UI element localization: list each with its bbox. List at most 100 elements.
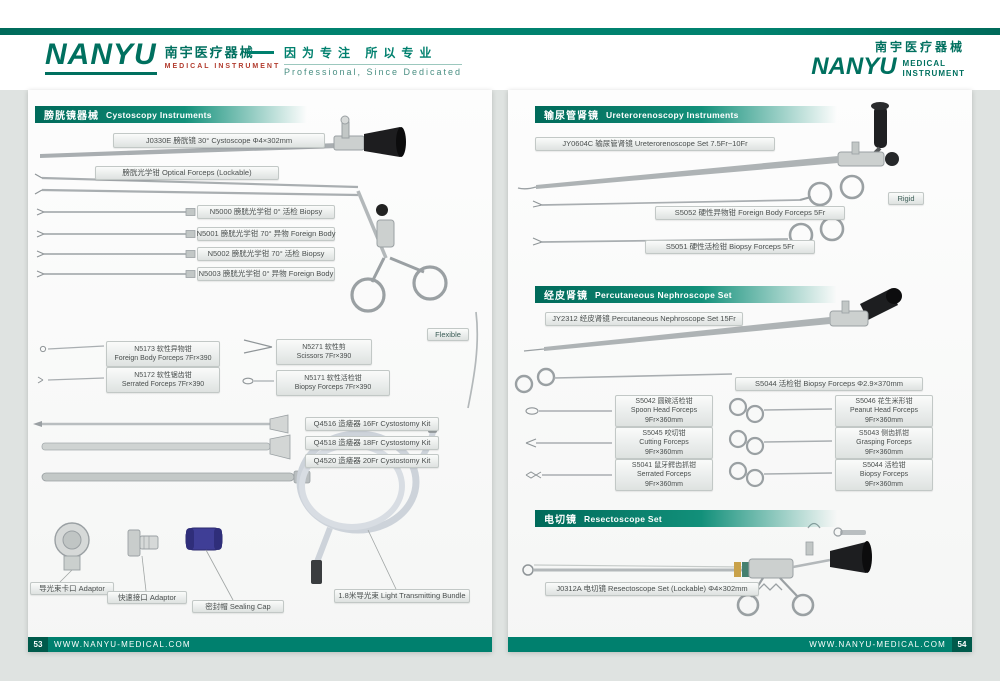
section-header-nephroscope: 经皮肾镜 Percutaneous Nephroscope Set [535, 286, 837, 303]
section-title-cn: 经皮肾镜 [544, 291, 588, 302]
section-title-cn: 输尿管肾镜 [544, 111, 599, 122]
label-n5171: N5171 软性活检钳 Biopsy Forceps 7Fr×390 [276, 370, 390, 396]
label-n5000: N5000 膀胱光学钳 0° 活检 Biopsy [197, 205, 335, 219]
label-line: S5041 鼠牙鳄齿抓钳 [631, 462, 697, 470]
right-page: 输尿管肾镜 Ureterorenoscopy Instruments JY060… [508, 90, 972, 652]
brand-subtitle: MEDICAL INSTRUMENT [164, 63, 281, 70]
label-s5045: S5045 咬切钳 Cutting Forceps 9Fr×360mm [615, 427, 713, 459]
label-n5271: N5271 软性剪 Scissors 7Fr×390 [276, 339, 372, 365]
label-line: S5046 花生米形钳 [855, 398, 913, 406]
tag-flexible: Flexible [427, 328, 469, 341]
label-q4516: Q4516 造瘘器 16Fr Cystostomy Kit [305, 417, 439, 431]
section-title-cn: 膀胱镜器械 [44, 111, 99, 122]
brand-sub-medical: MEDICAL [902, 59, 946, 68]
quick-adaptor-illustration [127, 529, 159, 592]
label-adaptor-quick: 快速接口 Adaptor [107, 591, 187, 604]
label-line: S5044 活检钳 [862, 462, 906, 470]
label-line: Spoon Head Forceps [630, 407, 698, 415]
page-number: 54 [952, 637, 972, 652]
foreign-body-forceps-illustration [532, 174, 865, 208]
label-line: 9Fr×360mm [645, 416, 683, 424]
label-s5044-short: S5044 活检钳 Biopsy Forceps 9Fr×360mm [835, 459, 933, 491]
label-line: S5045 咬切钳 [642, 430, 686, 438]
label-line: 9Fr×360mm [645, 448, 683, 456]
left-page: 膀胱镜器械 Cystoscopy Instruments J0330E 膀胱镜 … [28, 90, 492, 652]
label-line: 9Fr×360mm [645, 480, 683, 488]
label-line: Biopsy Forceps [859, 471, 909, 479]
label-cystoscope-j0330e: J0330E 膀胱镜 30° Cystoscope Φ4×302mm [113, 133, 325, 148]
label-n5173: N5173 软性异物钳 Foreign Body Forceps 7Fr×390 [106, 341, 220, 367]
section-title-cn: 电切镜 [544, 515, 577, 526]
label-optical-forceps: 膀胱光学钳 Optical Forceps (Lockable) [95, 166, 279, 180]
section-title-en: Resectoscope Set [584, 513, 663, 524]
brand-name-cn-right: 南宇医疗器械 [874, 40, 965, 54]
label-s5051: S5051 硬性活检钳 Biopsy Forceps 5Fr [645, 240, 815, 254]
label-q4518: Q4518 造瘘器 18Fr Cystostomy Kit [305, 436, 439, 450]
label-jy2312: JY2312 经皮肾镜 Percutaneous Nephroscope Set… [545, 312, 743, 326]
label-line: N5271 软性剪 [302, 343, 346, 351]
label-n5172: N5172 软性锯齿钳 Serrated Forceps 7Fr×390 [106, 367, 220, 393]
label-line: S5043 侧齿抓钳 [858, 430, 910, 438]
label-n5002: N5002 膀胱光学钳 70° 活检 Biopsy [197, 247, 335, 261]
label-sealing-cap: 密封帽 Sealing Cap [192, 600, 284, 613]
header-teal-rule [0, 28, 1000, 35]
label-line: Grasping Forceps [856, 439, 912, 447]
slogan-dash [248, 51, 274, 54]
label-s5052: S5052 硬性异物钳 Foreign Body Forceps 5Fr [655, 206, 845, 220]
label-light-bundle: 1.8米导光束 Light Transmitting Bundle [334, 589, 470, 603]
label-n5001: N5001 膀胱光学钳 70° 异物 Foreign Body [197, 227, 335, 241]
sealing-cap-illustration [185, 527, 234, 601]
brand-slogan: 因为专注 所以专业 Professional, Since Dedicated [248, 44, 463, 77]
label-s5042: S5042 圆碗活检钳 Spoon Head Forceps 9Fr×360mm [615, 395, 713, 427]
label-line: N5172 软性锯齿钳 [134, 371, 192, 379]
label-s5044-long: S5044 活检钳 Biopsy Forceps Φ2.9×370mm [735, 377, 923, 391]
label-s5043: S5043 侧齿抓钳 Grasping Forceps 9Fr×360mm [835, 427, 933, 459]
brand-name-cn: 南宇医疗器械 [164, 45, 255, 60]
light-cable-adaptor-illustration [54, 522, 90, 583]
left-page-footer: 53 WWW.NANYU-MEDICAL.COM [28, 637, 492, 652]
slogan-cn: 因为专注 所以专业 [284, 46, 438, 60]
right-page-illustrations [514, 102, 902, 617]
label-line: N5171 软性活检钳 [304, 374, 362, 382]
label-j0312a: J0312A 电切镜 Resectoscope Set (Lockable) Φ… [545, 582, 759, 596]
label-line: 9Fr×360mm [865, 416, 903, 424]
resectoscope-illustration [522, 522, 872, 617]
section-header-cystoscopy: 膀胱镜器械 Cystoscopy Instruments [35, 106, 307, 123]
brand-wordmark-right: NANYU [811, 53, 897, 80]
label-line: Serrated Forceps 7Fr×390 [121, 381, 205, 388]
label-s5046: S5046 花生米形钳 Peanut Head Forceps 9Fr×360m… [835, 395, 933, 427]
section-header-resectoscope: 电切镜 Resectoscope Set [535, 510, 837, 527]
label-q4520: Q4520 造瘘器 20Fr Cystostomy Kit [305, 454, 439, 468]
label-jy0604c: JY0604C 输尿管肾镜 Ureterorenoscope Set 7.5Fr… [535, 137, 775, 151]
label-line: Biopsy Forceps 7Fr×390 [294, 384, 372, 391]
label-adaptor-bayonet: 导光束卡口 Adaptor [30, 582, 114, 595]
label-line: Peanut Head Forceps [849, 407, 919, 415]
label-line: Serrated Forceps [636, 471, 692, 479]
label-line: S5042 圆碗活检钳 [635, 398, 693, 406]
cystostomy-kit-illustrations [33, 414, 311, 484]
right-page-footer: WWW.NANYU-MEDICAL.COM 54 [508, 637, 972, 652]
section-title-en: Ureterorenoscopy Instruments [606, 109, 739, 120]
label-line: N5173 软性异物钳 [134, 345, 192, 353]
brand-logo-left: NANYU 南宇医疗器械 MEDICAL INSTRUMENT [45, 40, 280, 75]
long-biopsy-forceps-illustration [514, 367, 733, 394]
label-n5003: N5003 膀胱光学钳 0° 异物 Foreign Body [197, 267, 335, 281]
rigid-forceps-illustrations [36, 208, 196, 278]
label-line: Scissors 7Fr×390 [296, 353, 352, 360]
label-line: Foreign Body Forceps 7Fr×390 [114, 355, 212, 362]
footer-url: WWW.NANYU-MEDICAL.COM [809, 640, 946, 649]
brand-wordmark: NANYU [45, 40, 157, 75]
brand-logo-right: 南宇医疗器械 NANYU MEDICAL INSTRUMENT [811, 38, 965, 79]
flexible-forceps-illustrations [37, 311, 479, 409]
section-header-ureterorenoscopy: 输尿管肾镜 Ureterorenoscopy Instruments [535, 106, 837, 123]
section-title-en: Cystoscopy Instruments [106, 109, 212, 120]
page-number: 53 [28, 637, 48, 652]
page-header: NANYU 南宇医疗器械 MEDICAL INSTRUMENT 因为专注 所以专… [0, 0, 1000, 90]
label-line: Cutting Forceps [639, 439, 689, 447]
label-s5041: S5041 鼠牙鳄齿抓钳 Serrated Forceps 9Fr×360mm [615, 459, 713, 491]
label-line: 9Fr×360mm [865, 448, 903, 456]
footer-url: WWW.NANYU-MEDICAL.COM [54, 640, 191, 649]
brand-sub-instrument: INSTRUMENT [902, 69, 965, 78]
slogan-en: Professional, Since Dedicated [284, 64, 463, 77]
